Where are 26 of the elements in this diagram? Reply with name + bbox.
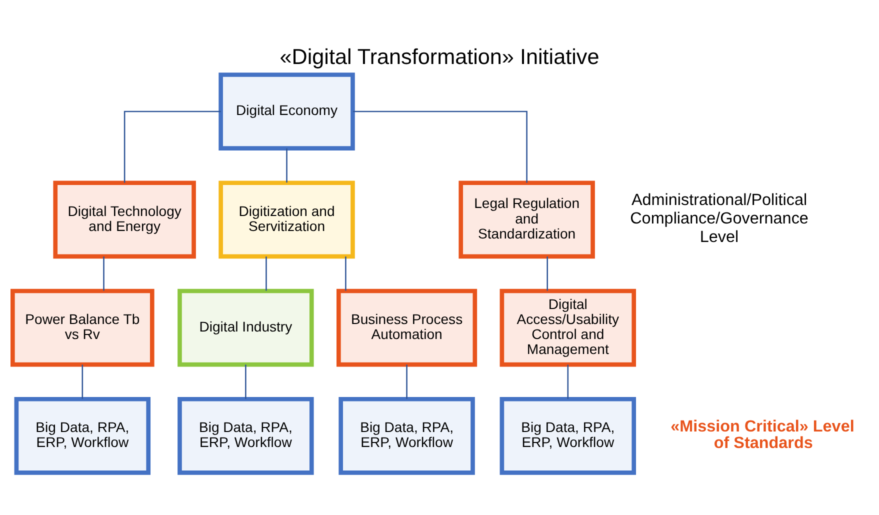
node-box: Business Process Automation (336, 288, 478, 367)
node-box: Digital Industry (178, 288, 314, 367)
connector (567, 364, 569, 399)
node-box: Big Data, RPA, ERP, Workflow (500, 396, 636, 475)
connector (406, 364, 408, 399)
connector (546, 256, 548, 291)
diagram-title: «Digital Transformation» Initiative (280, 44, 600, 69)
node-box: Digital Technology and Energy (53, 180, 196, 259)
connector (266, 256, 267, 291)
label: Administrational/Political Compliance/Governance Level (630, 191, 808, 246)
node-box: Big Data, RPA, ERP, Workflow (338, 396, 475, 475)
connector (124, 110, 221, 183)
node-box: Digitization and Servitization (218, 180, 355, 259)
connector (103, 256, 104, 291)
node-box: Power Balance Tb vs Rv (10, 288, 154, 367)
connector (245, 364, 246, 399)
node-box: Big Data, RPA, ERP, Workflow (178, 396, 314, 475)
node-box: Legal Regulation and Standardization (458, 180, 595, 259)
connector (345, 256, 346, 291)
node-box: Big Data, RPA, ERP, Workflow (14, 396, 151, 475)
node-box: Digital Economy (218, 72, 355, 150)
label: «Mission Critical» Level of Standards (670, 418, 854, 452)
connector (82, 364, 84, 399)
node-box: Digital Access/Usability Control and Management (500, 288, 636, 367)
connector (286, 148, 288, 183)
connector (353, 110, 528, 183)
